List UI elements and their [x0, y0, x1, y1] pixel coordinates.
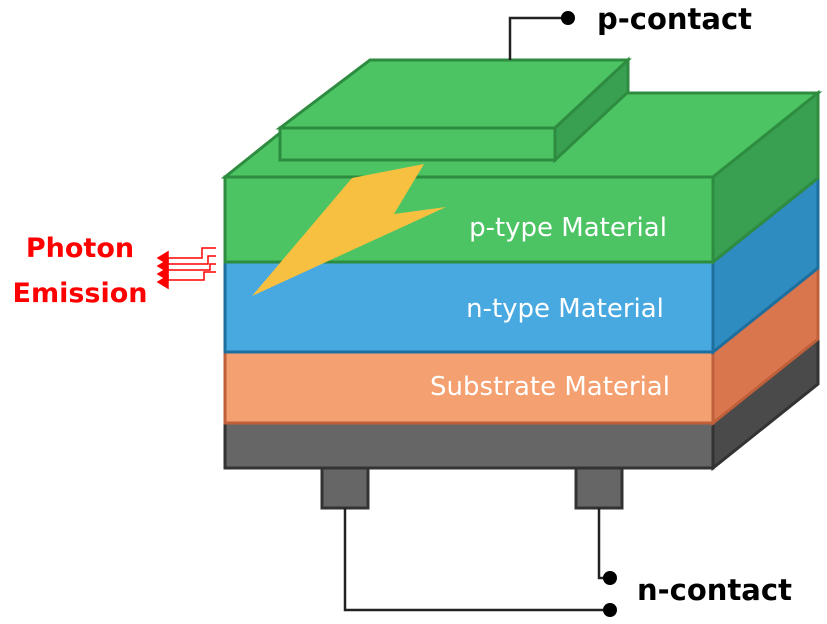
photon-label-line1: Photon [26, 233, 134, 264]
n-contact-wire [343, 508, 617, 617]
substrate-layer: Substrate Material [223, 264, 820, 427]
substrate-label: Substrate Material [430, 372, 670, 402]
base-layer [223, 335, 820, 472]
p-contact-label: p-contact [597, 2, 752, 36]
n-contact-pads [320, 466, 624, 510]
lightning-bolt-icon [252, 164, 446, 296]
n-contact-label: n-contact [637, 573, 792, 607]
n-type-layer: n-type Material [223, 174, 820, 356]
p-contact-wire [508, 11, 575, 60]
photon-label-line2: Emission [13, 278, 148, 309]
p-contact-pad [275, 56, 632, 164]
p-type-label: p-type Material [469, 213, 667, 243]
n-type-label: n-type Material [466, 294, 664, 324]
photon-arrows-icon [156, 247, 216, 290]
